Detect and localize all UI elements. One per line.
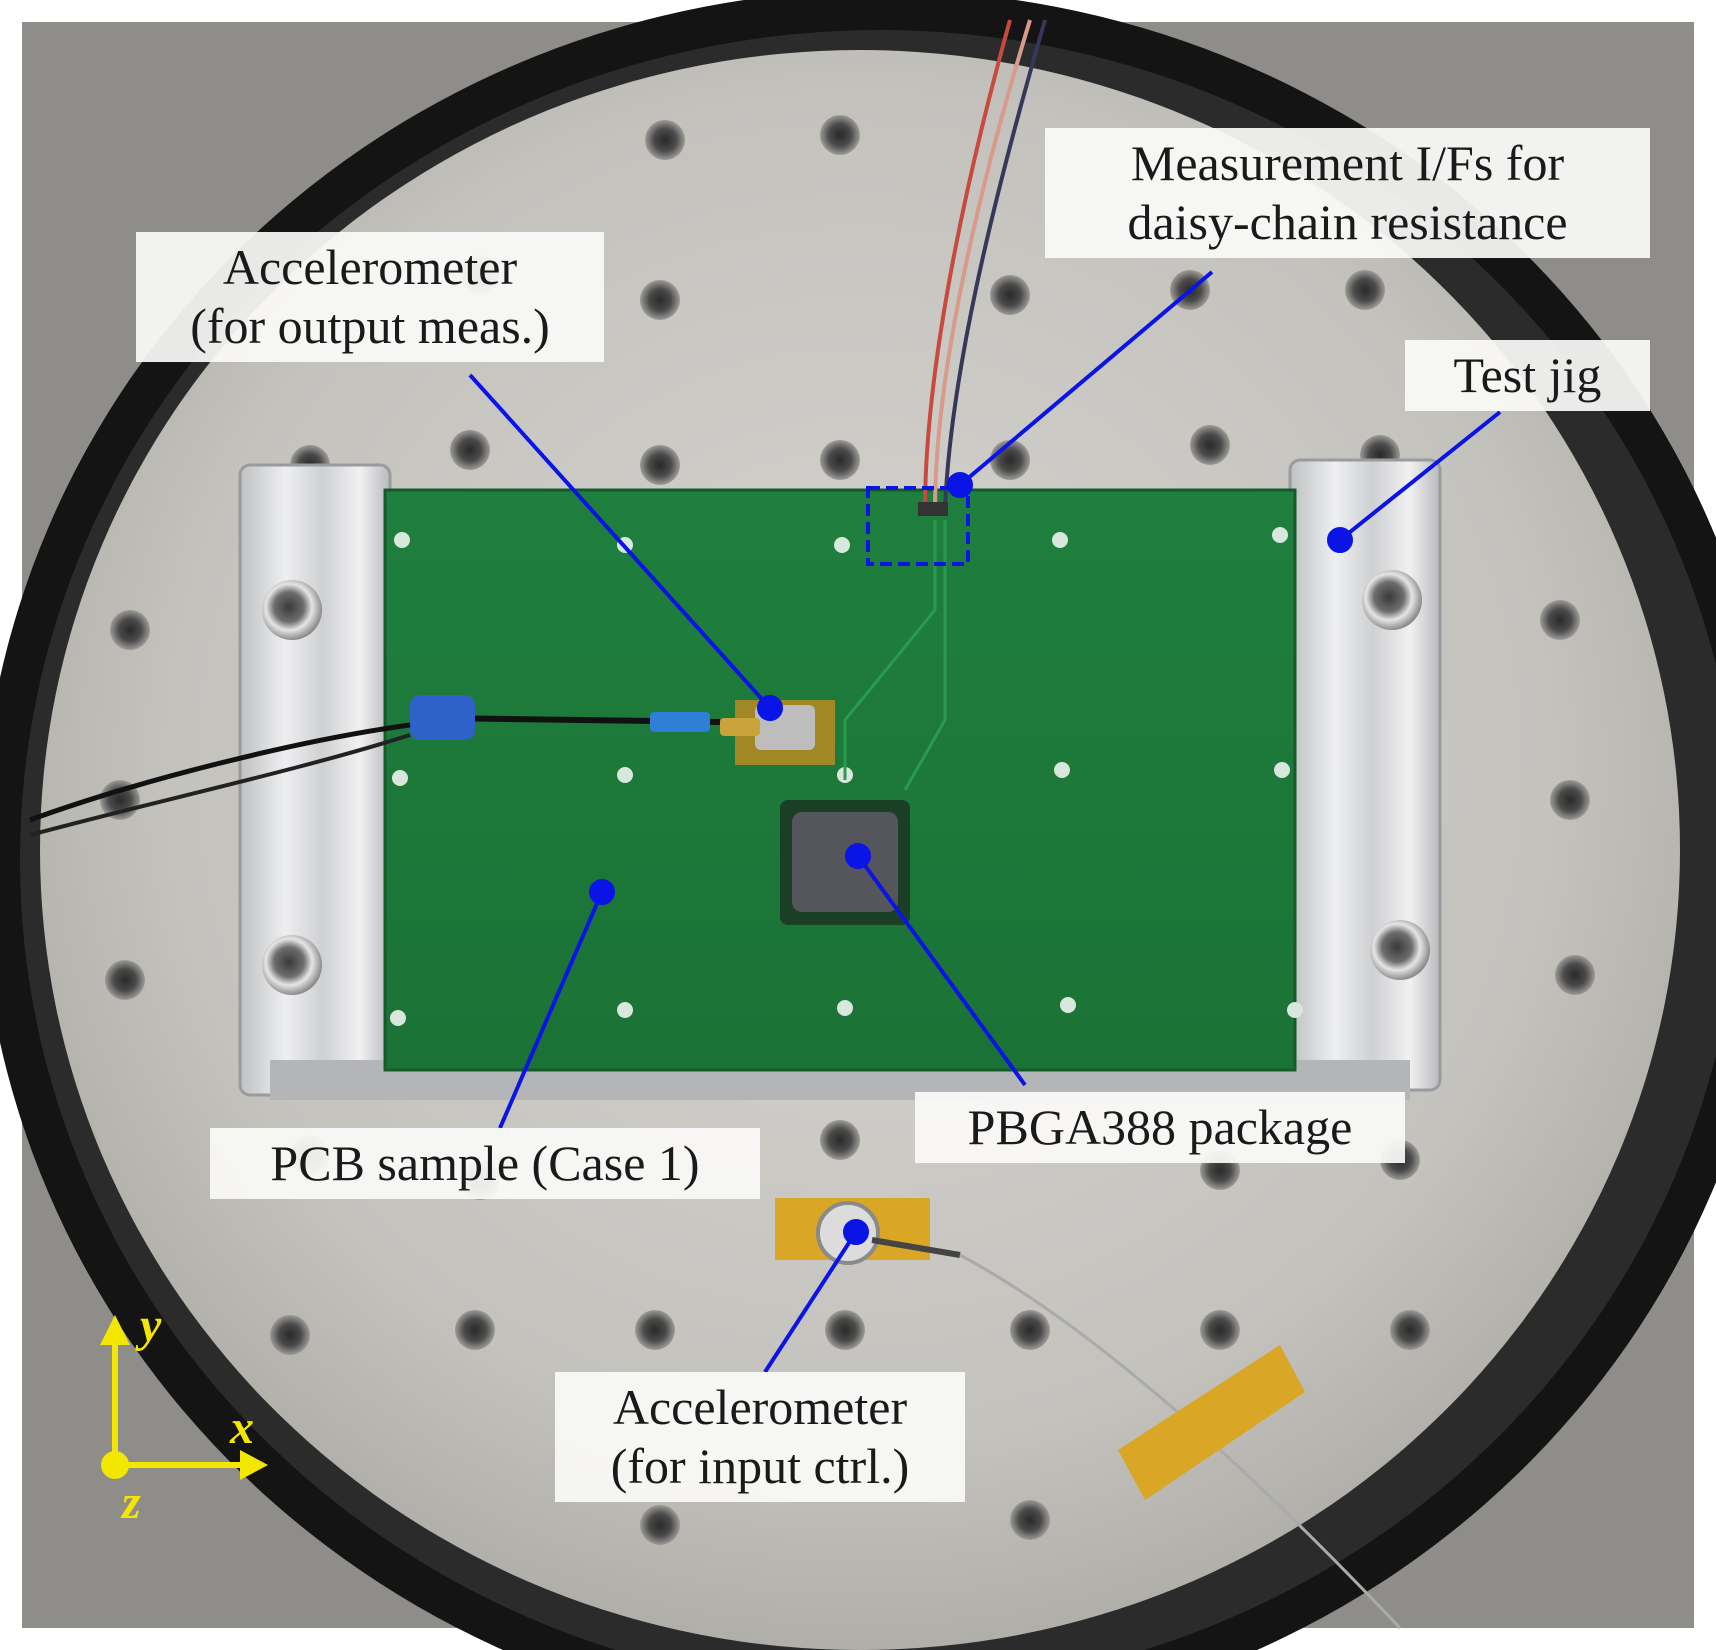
marker-accel-output bbox=[757, 695, 783, 721]
plate-hole bbox=[105, 960, 145, 1000]
label-pbga-package-text: PBGA388 package bbox=[967, 1099, 1353, 1155]
leader-pcb-sample bbox=[498, 891, 604, 1129]
plate-hole bbox=[1390, 1310, 1430, 1350]
plate-hole bbox=[1345, 270, 1385, 310]
plate-hole bbox=[635, 1310, 675, 1350]
daisy-wire-blue bbox=[943, 19, 1047, 511]
label-accel-output: Accelerometer (for output meas.) bbox=[136, 232, 604, 362]
leader-pbga bbox=[856, 854, 1027, 1087]
cable-clamp-blue bbox=[410, 695, 475, 740]
marker-accel-input bbox=[843, 1219, 869, 1245]
marker-measurement-if bbox=[947, 472, 973, 498]
plate-hole bbox=[640, 445, 680, 485]
y-arrowhead bbox=[100, 1315, 130, 1345]
x-arrowhead bbox=[240, 1450, 268, 1480]
jig-bolt-left-top bbox=[262, 580, 322, 640]
marker-pbga bbox=[845, 843, 871, 869]
label-pcb-sample: PCB sample (Case 1) bbox=[210, 1128, 760, 1199]
jig-bolt-right-bottom bbox=[1370, 920, 1430, 980]
pcb-trace-2 bbox=[903, 520, 947, 791]
plate-hole bbox=[640, 1505, 680, 1545]
plate-hole bbox=[1540, 600, 1580, 640]
plate-hole bbox=[450, 430, 490, 470]
cable-left-2 bbox=[29, 733, 411, 837]
pcb-accel-connector bbox=[720, 718, 760, 736]
pbga388-chip bbox=[792, 812, 898, 912]
axis-label-z: z bbox=[122, 1476, 141, 1529]
plate-hole bbox=[1200, 1310, 1240, 1350]
plate-hole bbox=[640, 280, 680, 320]
marker-test-jig bbox=[1327, 527, 1353, 553]
label-test-jig: Test jig bbox=[1405, 340, 1650, 411]
label-accel-input-line1: Accelerometer bbox=[612, 1379, 908, 1435]
leader-accel-output bbox=[468, 373, 772, 710]
label-test-jig-text: Test jig bbox=[1453, 347, 1602, 403]
plate-hole bbox=[645, 120, 685, 160]
label-accel-input-line2: (for input ctrl.) bbox=[610, 1438, 910, 1494]
axis-label-y: y bbox=[140, 1299, 162, 1352]
plate-hole bbox=[820, 440, 860, 480]
plate-hole bbox=[455, 1310, 495, 1350]
plate-hole bbox=[1550, 780, 1590, 820]
leader-test-jig bbox=[1338, 410, 1502, 542]
label-measurement-if-line2: daisy-chain resistance bbox=[1127, 194, 1568, 250]
plate-hole bbox=[110, 610, 150, 650]
daisy-connector bbox=[918, 502, 948, 516]
coordinate-axes-icon bbox=[100, 1315, 268, 1480]
cable-left-1 bbox=[29, 722, 411, 823]
label-accel-output-line1: Accelerometer bbox=[222, 239, 518, 295]
plate-hole bbox=[1555, 955, 1595, 995]
test-jig-right-rail bbox=[1288, 458, 1442, 1092]
plate-hole bbox=[820, 1120, 860, 1160]
plate-hole bbox=[1010, 1500, 1050, 1540]
pcb-via-holes bbox=[390, 527, 1303, 1026]
cable-sleeve-blue bbox=[650, 712, 710, 732]
test-jig-left-rail bbox=[238, 463, 392, 1097]
marker-pcb-sample bbox=[589, 879, 615, 905]
plate-hole bbox=[270, 1315, 310, 1355]
label-measurement-if: Measurement I/Fs for daisy-chain resista… bbox=[1045, 128, 1650, 258]
jig-bolt-right-top bbox=[1362, 570, 1422, 630]
plate-hole bbox=[825, 1310, 865, 1350]
daisy-wire-red bbox=[923, 19, 1012, 511]
plate-hole bbox=[990, 440, 1030, 480]
z-axis-dot bbox=[101, 1451, 129, 1479]
label-pcb-sample-text: PCB sample (Case 1) bbox=[270, 1135, 700, 1191]
input-accel-connector bbox=[871, 1237, 961, 1258]
label-pbga-package: PBGA388 package bbox=[915, 1092, 1405, 1163]
label-accel-input: Accelerometer (for input ctrl.) bbox=[555, 1372, 965, 1502]
measurement-if-region-box bbox=[866, 486, 970, 566]
plate-hole bbox=[1190, 425, 1230, 465]
leader-accel-input bbox=[763, 1230, 858, 1374]
jig-bolt-left-bottom bbox=[262, 935, 322, 995]
label-accel-output-line2: (for output meas.) bbox=[190, 298, 550, 354]
label-measurement-if-line1: Measurement I/Fs for bbox=[1130, 135, 1565, 191]
leader-measurement-if bbox=[958, 270, 1214, 487]
cable-tape-strip bbox=[1118, 1345, 1305, 1500]
plate-hole bbox=[820, 115, 860, 155]
plate-hole bbox=[990, 275, 1030, 315]
axis-label-x: x bbox=[230, 1401, 254, 1454]
daisy-wire-pink bbox=[933, 19, 1032, 511]
plate-hole bbox=[1010, 1310, 1050, 1350]
